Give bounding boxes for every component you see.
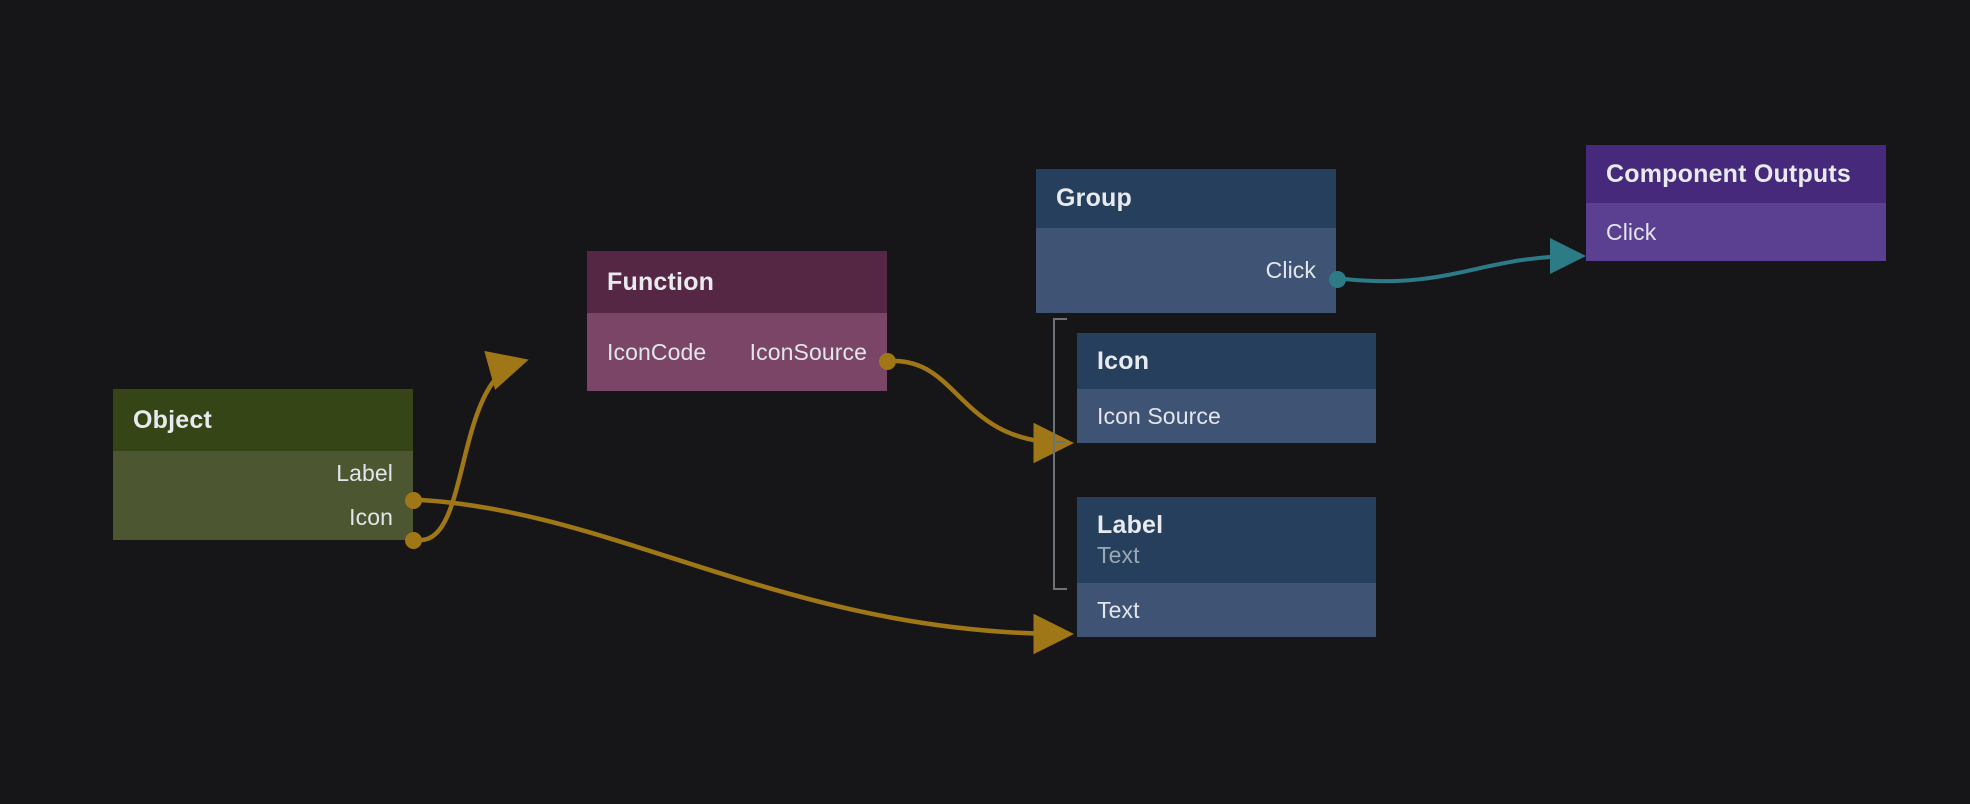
- port-label-label-text: Text: [1097, 596, 1140, 623]
- node-group-body: Click: [1036, 228, 1336, 313]
- node-label-body: Text: [1077, 583, 1376, 637]
- node-group-header: Group: [1036, 169, 1336, 228]
- node-object-title: Object: [133, 405, 212, 434]
- port-row-object-icon[interactable]: Icon: [113, 495, 413, 540]
- node-component-outputs-body: Click: [1586, 203, 1886, 261]
- port-row-icon-source[interactable]: Icon Source: [1077, 389, 1376, 443]
- node-object-body: Label Icon: [113, 451, 413, 540]
- node-icon-header: Icon: [1077, 333, 1376, 389]
- port-label-object-icon: Icon: [349, 504, 393, 530]
- node-icon-body: Icon Source: [1077, 389, 1376, 443]
- wire-object-label-to-label-text: [420, 497, 1074, 655]
- node-function-header: Function: [587, 251, 887, 313]
- port-row-function-ports[interactable]: IconCode IconSource: [587, 313, 887, 391]
- port-dot-group-click-output[interactable]: [1329, 271, 1346, 288]
- wire-object-icon-to-function-iconcode: [420, 350, 529, 543]
- node-function-body: IconCode IconSource: [587, 313, 887, 391]
- node-component-outputs[interactable]: Component Outputs Click: [1586, 145, 1886, 261]
- wire-group-click-to-component-outputs-click: [1344, 238, 1586, 284]
- node-icon-title: Icon: [1097, 346, 1150, 375]
- node-label-subtitle: Text: [1097, 542, 1140, 568]
- port-label-function-iconcode: IconCode: [607, 338, 707, 365]
- port-label-component-outputs-click: Click: [1606, 218, 1657, 245]
- node-label-title: Label: [1097, 511, 1164, 539]
- group-bracket-tick-label: [1053, 588, 1065, 590]
- port-label-object-label: Label: [336, 459, 393, 486]
- node-group-title: Group: [1056, 184, 1132, 212]
- node-label[interactable]: Label Text Text: [1077, 497, 1376, 637]
- group-bracket-tick-icon: [1053, 441, 1065, 443]
- port-row-group-click[interactable]: Click: [1036, 228, 1336, 313]
- port-dot-object-label-output[interactable]: [405, 492, 422, 509]
- node-component-outputs-title: Component Outputs: [1606, 159, 1852, 188]
- port-label-icon-source: Icon Source: [1097, 402, 1221, 429]
- wire-function-iconsource-to-icon-source: [893, 358, 1074, 464]
- port-row-component-outputs-click[interactable]: Click: [1586, 203, 1886, 261]
- node-label-header: Label Text: [1077, 497, 1376, 583]
- node-object[interactable]: Object Label Icon: [113, 389, 413, 540]
- port-dot-function-iconsource-output[interactable]: [879, 353, 896, 370]
- group-children-bracket: [1053, 318, 1067, 590]
- node-icon[interactable]: Icon Icon Source: [1077, 333, 1376, 443]
- port-row-label-text[interactable]: Text: [1077, 583, 1376, 637]
- port-row-object-label[interactable]: Label: [113, 451, 413, 495]
- node-function[interactable]: Function IconCode IconSource: [587, 251, 887, 391]
- port-label-group-click: Click: [1265, 257, 1316, 283]
- port-label-function-iconsource: IconSource: [749, 338, 867, 365]
- node-group[interactable]: Group Click: [1036, 169, 1336, 313]
- node-object-header: Object: [113, 389, 413, 451]
- node-function-title: Function: [607, 267, 715, 296]
- node-component-outputs-header: Component Outputs: [1586, 145, 1886, 203]
- port-dot-object-icon-output[interactable]: [405, 532, 422, 549]
